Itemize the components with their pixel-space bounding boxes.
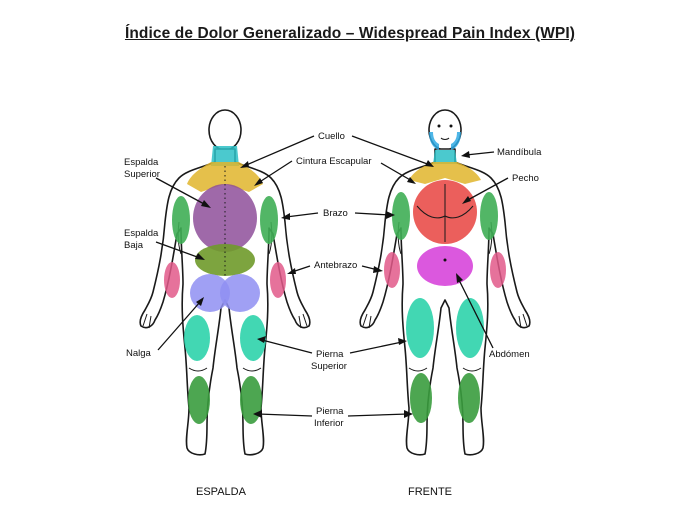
label-antebrazo: Antebrazo xyxy=(314,260,357,271)
label-abdomen: Abdómen xyxy=(489,349,530,360)
region-forearm-left-front[interactable] xyxy=(384,252,400,288)
region-jaw-left[interactable] xyxy=(429,132,439,150)
label-espalda-baja-2: Baja xyxy=(124,240,144,251)
label-cuello: Cuello xyxy=(318,131,345,142)
label-espalda-baja-1: Espalda xyxy=(124,228,159,239)
region-abdomen[interactable] xyxy=(417,246,473,286)
region-arm-left-back[interactable] xyxy=(172,196,190,244)
label-pecho: Pecho xyxy=(512,173,539,184)
label-pierna-superior-1: Pierna xyxy=(316,349,344,360)
region-lower-leg-right-back[interactable] xyxy=(240,376,262,424)
region-lower-leg-left-front[interactable] xyxy=(410,373,432,423)
region-forearm-right-back[interactable] xyxy=(270,262,286,298)
region-shoulder-girdle-back[interactable] xyxy=(187,162,263,192)
label-cintura-escapular: Cintura Escapular xyxy=(296,156,372,167)
label-mandibula: Mandíbula xyxy=(497,147,542,158)
region-shoulder-girdle-front[interactable] xyxy=(409,162,481,184)
region-arm-left-front[interactable] xyxy=(392,192,410,240)
region-upper-leg-left-front[interactable] xyxy=(406,298,434,358)
region-lower-leg-right-front[interactable] xyxy=(458,373,480,423)
region-neck-back[interactable] xyxy=(211,146,239,166)
region-upper-back[interactable] xyxy=(193,184,257,252)
label-pierna-inferior-2: Inferior xyxy=(314,418,344,429)
region-jaw-right[interactable] xyxy=(451,132,461,150)
arrows xyxy=(155,135,509,418)
front-figure xyxy=(359,109,531,456)
label-nalga: Nalga xyxy=(126,348,152,359)
label-espalda-superior-1: Espalda xyxy=(124,157,159,168)
region-forearm-left-back[interactable] xyxy=(164,262,180,298)
region-upper-leg-right-front[interactable] xyxy=(456,298,484,358)
label-pierna-inferior-1: Pierna xyxy=(316,406,344,417)
label-espalda-superior-2: Superior xyxy=(124,169,160,180)
region-buttock-right[interactable] xyxy=(220,274,260,312)
label-brazo: Brazo xyxy=(323,208,348,219)
region-upper-leg-left-back[interactable] xyxy=(184,315,210,361)
region-forearm-right-front[interactable] xyxy=(490,252,506,288)
region-lower-back[interactable] xyxy=(195,244,255,276)
page-title: Índice de Dolor Generalizado – Widesprea… xyxy=(124,25,576,42)
region-arm-right-back[interactable] xyxy=(260,196,278,244)
region-neck-front[interactable] xyxy=(433,150,457,164)
region-lower-leg-left-back[interactable] xyxy=(188,376,210,424)
region-upper-leg-right-back[interactable] xyxy=(240,315,266,361)
caption-front: FRENTE xyxy=(408,486,452,498)
label-pierna-superior-2: Superior xyxy=(311,361,347,372)
caption-back: ESPALDA xyxy=(196,486,247,498)
region-arm-right-front[interactable] xyxy=(480,192,498,240)
back-figure xyxy=(139,109,311,456)
